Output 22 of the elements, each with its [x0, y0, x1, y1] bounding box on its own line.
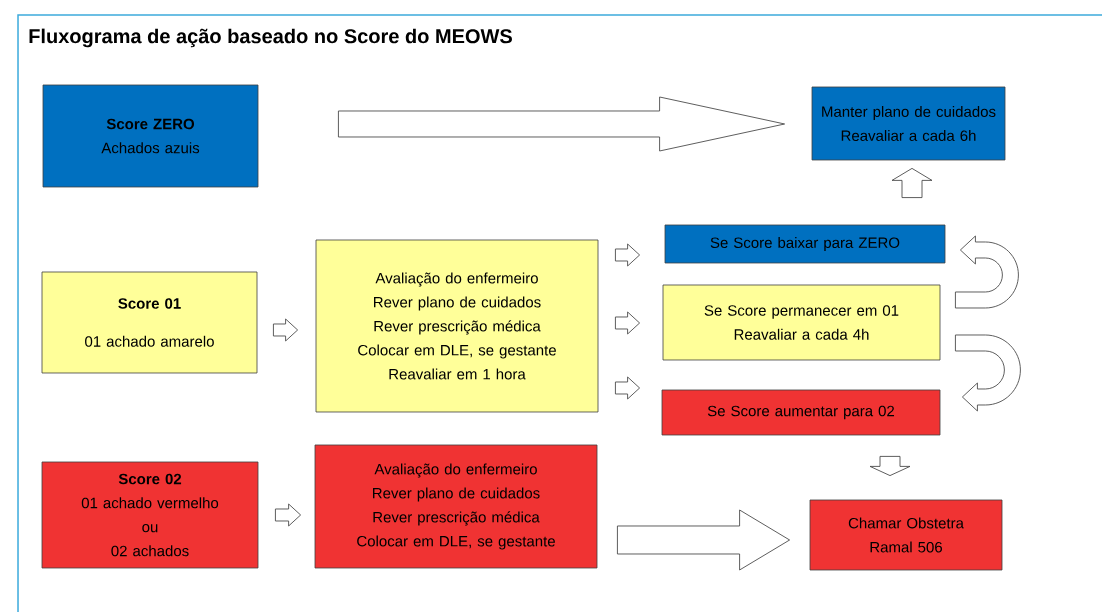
block-arrow — [869, 455, 911, 477]
block-arrow — [274, 503, 302, 527]
process-box: Se Score baixar para ZERO — [664, 224, 946, 264]
process-box: Manter plano de cuidados Reavaliar a cada 6h — [811, 86, 1006, 161]
block-arrow — [891, 167, 933, 199]
block-arrow — [614, 243, 641, 267]
process-box: Score 02 01 achado vermelho ou 02 achados — [41, 461, 259, 569]
process-box: Avaliação do enfermeiro Rever plano de cuidados Rever prescrição médica Colocar em DLE, se gestante Reavaliar em 1 hora — [315, 239, 599, 413]
block-arrow — [337, 96, 786, 152]
process-box: Avaliação do enfermeiro Rever plano de cuidados Rever prescrição médica Colocar em DLE, se gestante — [314, 444, 598, 569]
block-arrow — [614, 311, 641, 335]
process-box: Se Score permanecer em 01 Reavaliar a cada 4h — [662, 284, 941, 361]
process-box: Score ZERO Achados azuis — [42, 84, 259, 188]
process-box: Se Score aumentar para 02 — [661, 389, 941, 436]
process-box: Score 01 01 achado amarelo — [41, 271, 258, 374]
block-arrow — [616, 509, 791, 571]
process-box: Chamar Obstetra Ramal 506 — [809, 499, 1003, 571]
block-arrow — [272, 318, 299, 342]
block-arrow — [614, 376, 641, 400]
title: Fluxograma de ação baseado no Score do MEOWS — [29, 28, 512, 48]
block-arrow — [954, 334, 1021, 412]
block-arrow — [954, 235, 1019, 309]
